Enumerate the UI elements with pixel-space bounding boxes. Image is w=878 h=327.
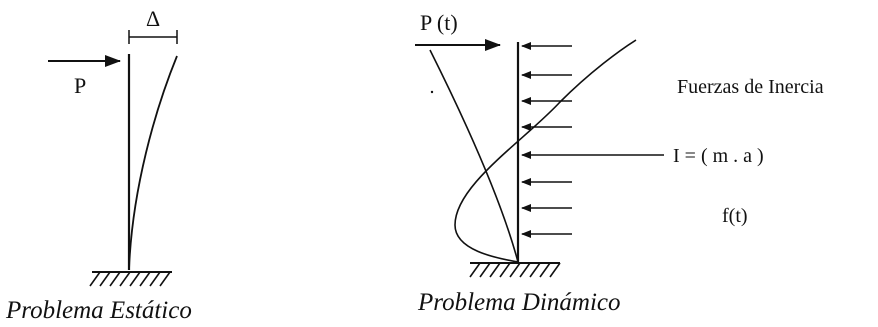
inertia-forces-title: Fuerzas de Inercia <box>677 76 824 98</box>
static-problem: Δ P Problema Estático <box>5 6 192 324</box>
static-load-label: P <box>74 73 86 98</box>
dynamic-caption: Problema Dinámico <box>417 289 621 316</box>
static-ground-support <box>89 271 172 287</box>
static-caption: Problema Estático <box>5 297 192 324</box>
dynamic-ground-support <box>469 262 561 278</box>
dynamic-mode-shape-s-curve <box>454 39 637 263</box>
static-deflected-shape <box>128 55 178 271</box>
inertia-formula: I = ( m . a ) <box>673 145 764 167</box>
dynamic-mode-shape-left <box>429 49 519 263</box>
stray-dot <box>430 90 434 94</box>
time-function-label: f(t) <box>722 205 748 227</box>
delta-label: Δ <box>146 6 160 31</box>
dynamic-load-label: P (t) <box>420 10 458 35</box>
inertia-force-arrows <box>521 42 664 238</box>
dynamic-problem: P (t) Fuerzas de Inercia I = <box>415 10 824 316</box>
delta-dimension <box>128 30 178 44</box>
